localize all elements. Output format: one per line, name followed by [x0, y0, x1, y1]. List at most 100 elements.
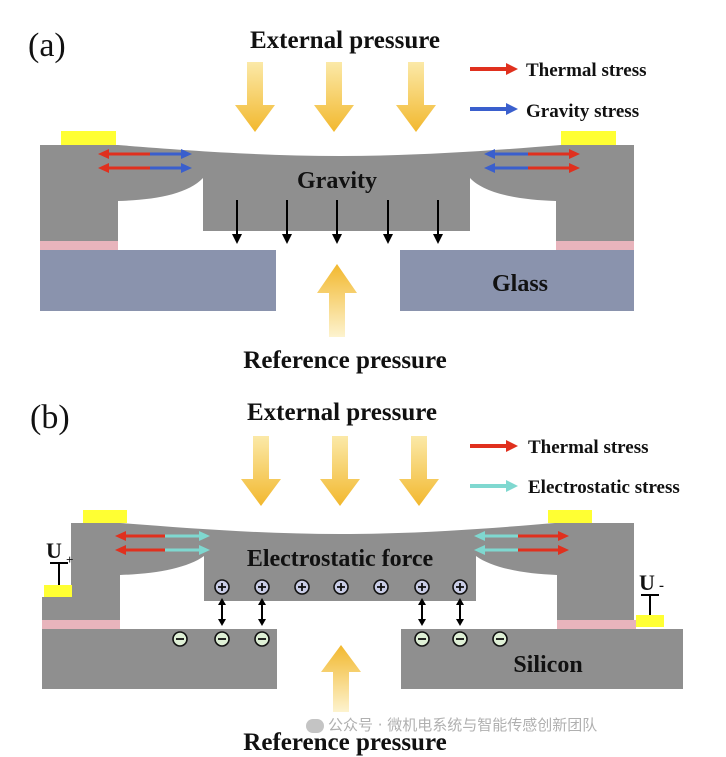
panel-b-external-pressure: External pressure — [247, 399, 437, 426]
panel-a-external-pressure-arrows — [235, 62, 436, 132]
thermal-stress-arrowhead — [558, 531, 569, 541]
panel-a: (a) External pressure Thermal stress Gra… — [28, 27, 647, 374]
panel-b-center-label: Electrostatic force — [247, 546, 434, 572]
panel-a-legend: Thermal stress Gravity stress — [470, 60, 647, 122]
panel-b-legend-electrostatic: Electrostatic stress — [528, 477, 680, 498]
thermal-stress-legend-arrowhead — [506, 63, 518, 75]
wechat-icon — [306, 718, 324, 733]
panel-a-stress-arrows-left — [98, 149, 192, 173]
panel-b-tag: (b) — [30, 399, 70, 436]
u-plus-label: U — [46, 538, 62, 563]
panel-b-substrate-label: Silicon — [513, 652, 582, 678]
watermark-text: 公众号 · 微机电系统与智能传感创新团队 — [328, 716, 598, 734]
minus-charge-icon — [214, 631, 230, 647]
panel-a-substrate-label: Glass — [492, 271, 548, 297]
silicon-substrate-left — [42, 629, 277, 689]
panel-a-external-pressure: External pressure — [250, 27, 440, 54]
plus-charge-icon — [452, 579, 468, 595]
electrostatic-stress-arrowhead — [199, 531, 210, 541]
electrode-pad-top-right — [548, 510, 592, 523]
double-arrow-icon — [418, 598, 426, 626]
panel-b-structure — [42, 523, 634, 620]
pressure-arrow — [241, 436, 281, 506]
bond-layer-left — [42, 620, 120, 629]
minus-charge-icon — [172, 631, 188, 647]
thermal-stress-arrowhead — [558, 545, 569, 555]
gravity-stress-arrowhead — [181, 149, 192, 159]
thermal-stress-arrowhead — [98, 149, 109, 159]
electrostatic-stress-arrowhead — [199, 545, 210, 555]
force-arrow — [383, 200, 393, 244]
glass-substrate-right — [400, 250, 634, 311]
minus-charge-icon — [254, 631, 270, 647]
silicon-substrate-right — [401, 629, 683, 689]
force-arrow — [433, 200, 443, 244]
electrode-pad-right — [561, 131, 616, 145]
glass-substrate-left — [40, 250, 276, 311]
pressure-arrow — [235, 62, 275, 132]
panel-a-reference-pressure: Reference pressure — [243, 347, 446, 374]
u-minus-sign: - — [659, 578, 664, 594]
panel-b-stress-arrows-left — [115, 531, 210, 555]
u-plus-terminal: U + — [46, 538, 73, 585]
plus-charges — [214, 579, 468, 595]
minus-charge-icon — [414, 631, 430, 647]
plus-charge-icon — [214, 579, 230, 595]
bond-layer-left — [40, 241, 118, 250]
electrostatic-stress-legend-arrowhead — [506, 480, 518, 492]
electrode-pad-left — [61, 131, 116, 145]
plus-charge-icon — [333, 579, 349, 595]
plus-charge-icon — [294, 579, 310, 595]
pressure-arrow — [399, 436, 439, 506]
double-arrow-icon — [258, 598, 266, 626]
electrode-pad-u-minus — [636, 615, 664, 627]
gravity-stress-arrowhead — [484, 163, 495, 173]
panel-b-electrostatic-arrows — [218, 598, 464, 626]
plus-charge-icon — [414, 579, 430, 595]
bond-layer-right — [556, 241, 634, 250]
panel-b-stress-arrows-right — [474, 531, 569, 555]
panel-b-legend-thermal: Thermal stress — [528, 437, 649, 458]
panel-a-tag: (a) — [28, 27, 66, 64]
thermal-stress-arrowhead — [98, 163, 109, 173]
panel-b-reference-pressure: Reference pressure — [243, 729, 446, 756]
pressure-arrow — [320, 436, 360, 506]
pressure-arrow — [321, 645, 361, 712]
panel-b-external-pressure-arrows — [241, 436, 439, 506]
force-arrow — [282, 200, 292, 244]
pressure-arrow — [314, 62, 354, 132]
panel-a-center-label: Gravity — [297, 168, 377, 194]
thermal-stress-arrowhead — [115, 531, 126, 541]
minus-charge-icon — [492, 631, 508, 647]
thermal-stress-arrowhead — [569, 163, 580, 173]
double-arrow-icon — [456, 598, 464, 626]
panel-b-legend: Thermal stress Electrostatic stress — [470, 437, 680, 498]
force-arrow — [332, 200, 342, 244]
electrode-pad-top-left — [83, 510, 127, 523]
thermal-stress-arrowhead — [569, 149, 580, 159]
force-arrow — [232, 200, 242, 244]
panel-a-gravity-arrows — [232, 200, 443, 244]
thermal-stress-arrowhead — [115, 545, 126, 555]
panel-b: (b) External pressure Thermal stress Ele… — [30, 399, 683, 756]
gravity-stress-arrowhead — [484, 149, 495, 159]
gravity-stress-legend-arrowhead — [506, 103, 518, 115]
u-plus-sign: + — [66, 552, 73, 567]
electrostatic-stress-arrowhead — [474, 545, 485, 555]
panel-a-legend-thermal: Thermal stress — [526, 60, 647, 81]
double-arrow-icon — [218, 598, 226, 626]
gravity-stress-arrowhead — [181, 163, 192, 173]
watermark: 公众号 · 微机电系统与智能传感创新团队 — [306, 714, 597, 735]
u-minus-terminal: U - — [639, 570, 664, 615]
u-minus-label: U — [639, 570, 655, 595]
pressure-arrow — [317, 264, 357, 337]
plus-charge-icon — [254, 579, 270, 595]
electrostatic-stress-arrowhead — [474, 531, 485, 541]
panel-a-stress-arrows-right — [484, 149, 580, 173]
minus-charge-icon — [452, 631, 468, 647]
minus-charges — [172, 631, 508, 647]
bond-layer-right — [557, 620, 636, 629]
electrode-pad-u-plus — [44, 585, 72, 597]
plus-charge-icon — [373, 579, 389, 595]
